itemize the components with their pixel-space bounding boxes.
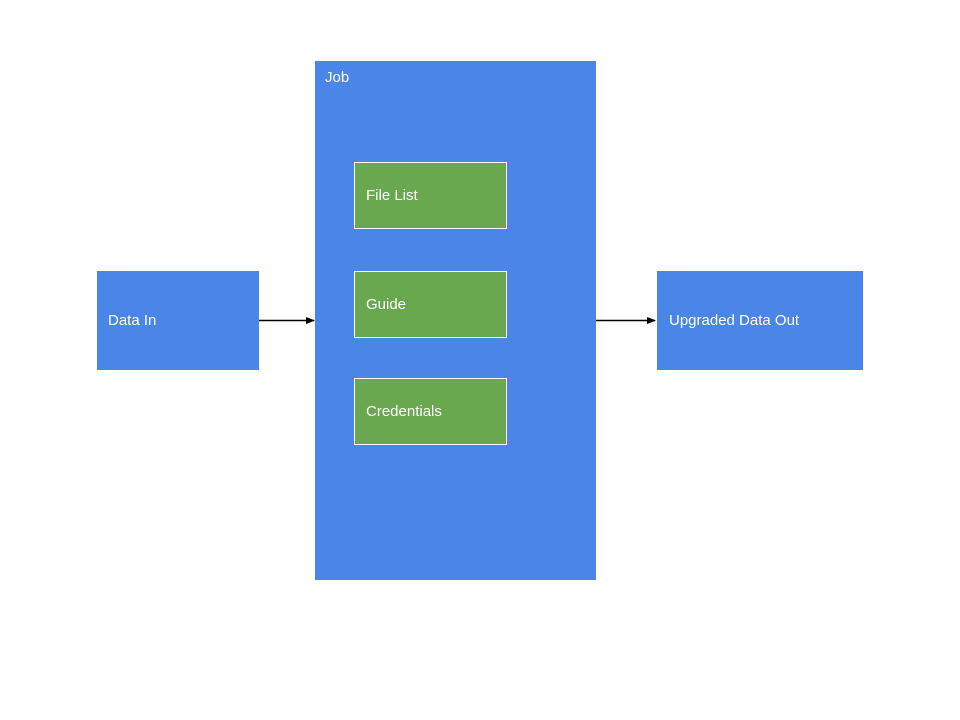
- node-credentials: Credentials: [354, 378, 507, 445]
- node-file-list-label: File List: [366, 186, 418, 204]
- node-guide: Guide: [354, 271, 507, 338]
- node-file-list: File List: [354, 162, 507, 229]
- node-data-in: Data In: [97, 271, 259, 370]
- node-data-in-label: Data In: [108, 311, 157, 329]
- node-upgraded-data-out: Upgraded Data Out: [657, 271, 863, 370]
- node-guide-label: Guide: [366, 295, 407, 313]
- node-credentials-label: Credentials: [366, 402, 442, 420]
- node-job-label: Job: [325, 69, 350, 86]
- node-upgraded-data-out-label: Upgraded Data Out: [669, 311, 800, 329]
